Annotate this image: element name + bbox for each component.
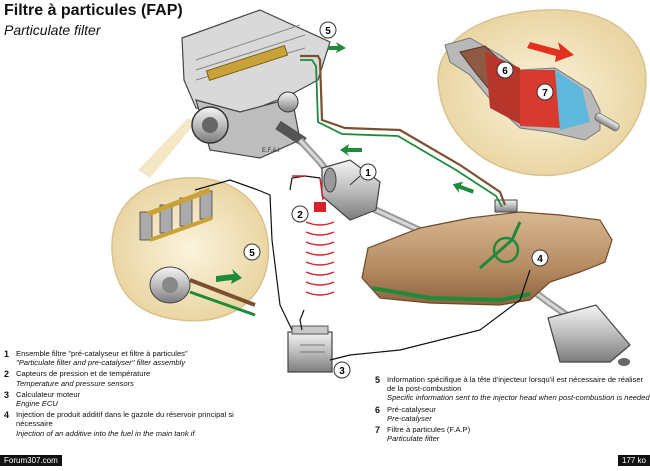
- page-title: Filtre à particules (FAP): [4, 2, 183, 19]
- svg-text:4: 4: [537, 254, 543, 265]
- legend-item: 2 Capteurs de pression et de température…: [4, 369, 151, 388]
- svg-text:7: 7: [542, 88, 548, 99]
- fuel-injectors: [139, 187, 213, 242]
- filter-zoom-bubble: [437, 9, 647, 177]
- exhaust-line: [297, 137, 598, 338]
- legend-item: 7 Filtre à particules (F.A.P)Particulate…: [375, 425, 471, 444]
- engine-block: E.F.A.I: [181, 9, 331, 159]
- callout-5-injectors: 5: [243, 243, 261, 261]
- callout-7: 7: [536, 83, 554, 101]
- wiring: [194, 175, 531, 361]
- injection-zoom-bubble: [111, 118, 270, 322]
- callout-5-engine: 5: [319, 21, 337, 39]
- fuel-tank: [361, 199, 613, 306]
- page-subtitle: Particulate filter: [4, 22, 101, 38]
- svg-text:3: 3: [339, 366, 345, 377]
- callout-3: 3: [333, 361, 351, 379]
- svg-text:5: 5: [249, 248, 255, 259]
- callout-1: 1: [349, 163, 377, 186]
- svg-text:6: 6: [502, 66, 508, 77]
- engine-ecu: [287, 325, 333, 373]
- legend-left: 1 Ensemble filtre "pré-catalyseur et fil…: [4, 349, 244, 440]
- callout-4: 4: [531, 249, 549, 267]
- site-watermark: Forum307.com: [0, 455, 62, 466]
- file-size-badge: 177 ko: [617, 455, 650, 466]
- legend-item: 4 Injection de produit additif dans le g…: [4, 410, 234, 438]
- fuel-pump: [149, 266, 256, 317]
- pressure-temperature-sensor: [292, 175, 335, 296]
- legend-right: 5 Information spécifique à la tête d'inj…: [375, 375, 650, 445]
- muffler: [547, 304, 631, 366]
- callout-6: 6: [496, 61, 514, 79]
- svg-text:1: 1: [365, 168, 371, 179]
- engine-plate-label: E.F.A.I: [262, 148, 280, 154]
- fuel-lines: [300, 42, 507, 208]
- legend-item: 1 Ensemble filtre "pré-catalyseur et fil…: [4, 349, 188, 368]
- svg-text:2: 2: [297, 210, 303, 221]
- svg-text:5: 5: [325, 26, 331, 37]
- legend-item: 5 Information spécifique à la tête d'inj…: [375, 375, 650, 403]
- callout-2: 2: [291, 205, 309, 223]
